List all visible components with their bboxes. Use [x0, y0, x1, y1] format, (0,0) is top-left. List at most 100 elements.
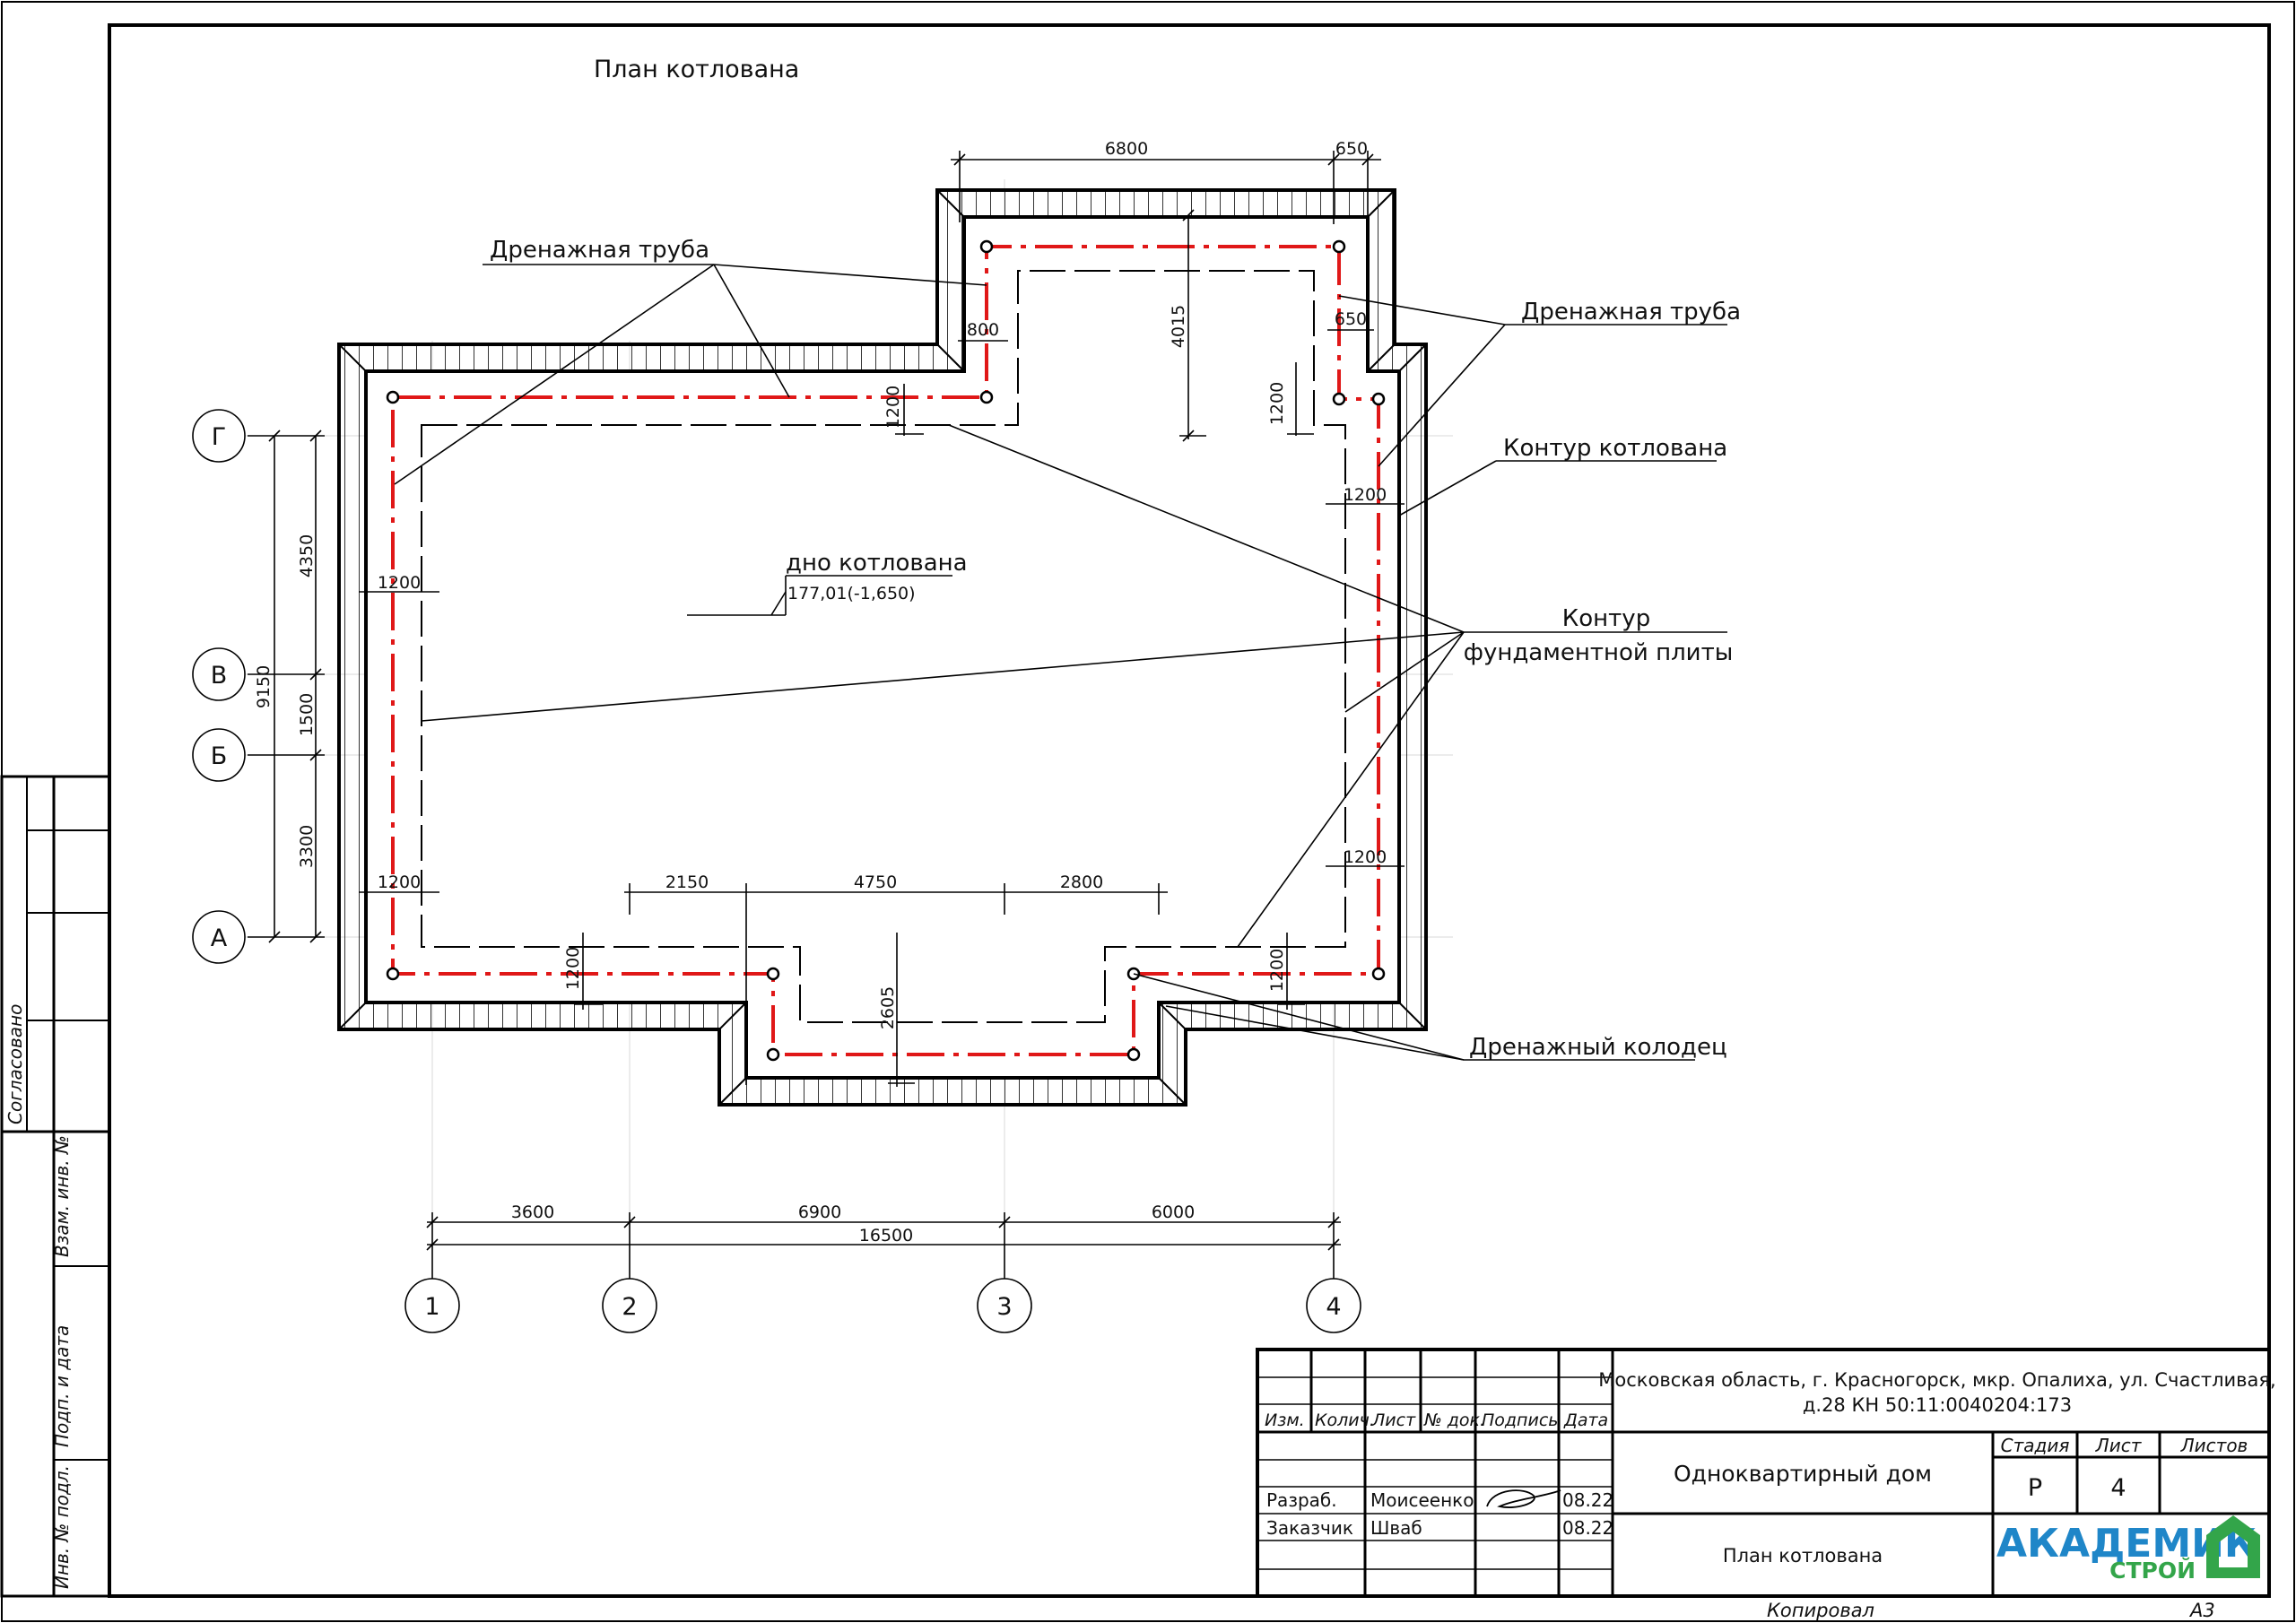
- name-developer: Моисеенко: [1370, 1489, 1474, 1511]
- foundation-slab-contour: [421, 270, 1346, 1023]
- address-line-1: Московская область, г. Красногорск, мкр.…: [1598, 1369, 2275, 1391]
- dim-2800: 2800: [1060, 872, 1103, 892]
- role-developer: Разраб.: [1266, 1489, 1337, 1511]
- building-name: Однoквартирный дом: [1674, 1461, 1932, 1487]
- logo-sub-text: СТРОЙ: [2109, 1558, 2196, 1584]
- footer-copied: Копировал: [1767, 1600, 1874, 1621]
- dim-9150: 9150: [254, 665, 274, 708]
- dim-1200-bottom-left: 1200: [563, 947, 583, 990]
- label-drain-pipe-left: Дренажная труба: [490, 237, 709, 264]
- stamp-sign-date: Подп. и дата: [51, 1325, 73, 1447]
- dim-1200-right-2: 1200: [1344, 847, 1387, 867]
- header-kolich: Колич.: [1315, 1410, 1375, 1430]
- footer-format: А3: [2188, 1600, 2215, 1621]
- axis-letter-a: А: [211, 924, 228, 952]
- dim-650-top: 650: [1335, 139, 1368, 159]
- dim-3300: 3300: [297, 825, 317, 868]
- header-izm: Изм.: [1265, 1410, 1305, 1430]
- title-block-sheet-name: План котлована: [1723, 1545, 1883, 1567]
- axis-bubbles: [192, 409, 1361, 1333]
- dim-1500: 1500: [297, 693, 317, 736]
- dim-6900: 6900: [798, 1202, 841, 1222]
- drain-wells: [386, 239, 1386, 1062]
- drain-well-marker: [386, 390, 400, 404]
- dim-1200-top-right: 1200: [1267, 382, 1287, 425]
- drain-well-marker: [979, 390, 994, 404]
- sheet-title: План котлована: [594, 56, 799, 83]
- axis-number-1: 1: [424, 1293, 439, 1321]
- drain-well-marker: [1371, 392, 1386, 406]
- label-slab-contour-1: Контур: [1562, 605, 1650, 632]
- date-developer: 08.22: [1562, 1489, 1613, 1511]
- dim-16500: 16500: [859, 1226, 913, 1245]
- title-block-stage-headers: Стадия Лист Листов: [2001, 1435, 2248, 1456]
- label-slab-contour-2: фундаментной плиты: [1464, 639, 1734, 666]
- axis-letter-v: В: [211, 662, 228, 690]
- dim-1200-right-1: 1200: [1344, 485, 1387, 505]
- name-client: Шваб: [1370, 1517, 1422, 1539]
- dim-1200-bottom-right: 1200: [1267, 949, 1287, 992]
- axis-number-4: 4: [1326, 1293, 1341, 1321]
- dim-2150: 2150: [665, 872, 709, 892]
- callout-leaders: [394, 264, 1727, 1061]
- dim-650-mid: 650: [1335, 309, 1367, 329]
- title-block-people: Разраб. Заказчик Моисеенко Шваб 08.22 08…: [1266, 1489, 1613, 1539]
- label-pit-bottom-elevation: 177,01(-1,650): [787, 584, 916, 603]
- label-drain-pipe-right: Дренажная труба: [1521, 299, 1741, 325]
- title-block: Изм. Колич. Лист № док. Подпись Дата Раз…: [1256, 1348, 2276, 1598]
- header-podpis: Подпись: [1482, 1410, 1558, 1430]
- sheets-label: Листов: [2180, 1435, 2248, 1456]
- label-pit-bottom: дно котлована: [786, 550, 968, 577]
- dim-3600: 3600: [511, 1202, 554, 1222]
- header-nom-dok: № док.: [1423, 1410, 1485, 1430]
- axis-number-3: 3: [996, 1293, 1012, 1321]
- drain-well-marker: [386, 967, 400, 981]
- label-drain-well: Дренажный колодец: [1469, 1034, 1727, 1061]
- dim-1200-left-1: 1200: [378, 573, 421, 593]
- title-block-address: Московская область, г. Красногорск, мкр.…: [1598, 1369, 2275, 1416]
- axis-bubble-labels: Г В Б А 1 2 3 4: [211, 423, 1342, 1321]
- title-block-col-headers: Изм. Колич. Лист № док. Подпись Дата: [1265, 1410, 1608, 1430]
- dim-4015: 4015: [1169, 305, 1188, 348]
- label-pit-contour: Контур котлована: [1503, 435, 1727, 462]
- drain-well-marker: [1332, 392, 1346, 406]
- sheet-value: 4: [2110, 1474, 2126, 1502]
- dimension-texts: 6800 650 650 800 4015 1200 1200 1200 120…: [254, 139, 1387, 1245]
- axis-letter-b: Б: [211, 742, 228, 770]
- sheet-label: Лист: [2095, 1435, 2143, 1456]
- header-list: Лист: [1371, 1410, 1416, 1430]
- date-client: 08.22: [1562, 1517, 1613, 1539]
- pit-contour: [337, 188, 1428, 1107]
- akademik-stroy-logo: АКАДЕМИК СТРОЙ: [1996, 1515, 2260, 1584]
- dim-4350: 4350: [297, 534, 317, 577]
- side-stamp: Согласовано Взам. инв. № Подп. и дата Ин…: [0, 775, 111, 1598]
- drain-well-marker: [1126, 1047, 1141, 1062]
- callout-labels: Дренажная труба Дренажная труба Контур к…: [490, 237, 1741, 1061]
- header-data: Дата: [1563, 1410, 1608, 1430]
- dim-800: 800: [967, 320, 999, 340]
- stamp-inv-orig: Инв. № подл.: [51, 1465, 73, 1589]
- stage-value: Р: [2028, 1474, 2042, 1502]
- dimension-lines: [248, 151, 1405, 1279]
- dim-2605: 2605: [878, 986, 898, 1029]
- drain-well-marker: [1332, 239, 1346, 254]
- stamp-agreed: Согласовано: [4, 1004, 26, 1124]
- logo-house-icon: [2206, 1515, 2260, 1578]
- drain-well-marker: [766, 1047, 780, 1062]
- drain-well-marker: [1371, 967, 1386, 981]
- dim-1200-top-left: 1200: [883, 386, 903, 429]
- address-line-2: д.28 КН 50:11:0040204:173: [1803, 1394, 2072, 1416]
- axis-number-2: 2: [622, 1293, 637, 1321]
- role-client: Заказчик: [1266, 1517, 1353, 1539]
- signature-mark: [1486, 1489, 1561, 1508]
- dim-4750: 4750: [854, 872, 897, 892]
- title-block-stage-values: Р 4: [2028, 1474, 2126, 1502]
- stage-label: Стадия: [2001, 1435, 2070, 1456]
- dim-6000: 6000: [1152, 1202, 1195, 1222]
- stamp-inv-replace: Взам. инв. №: [51, 1135, 73, 1257]
- drain-well-marker: [979, 239, 994, 254]
- drain-well-marker: [766, 967, 780, 981]
- dim-1200-left-2: 1200: [378, 872, 421, 892]
- axis-letter-g: Г: [212, 423, 226, 451]
